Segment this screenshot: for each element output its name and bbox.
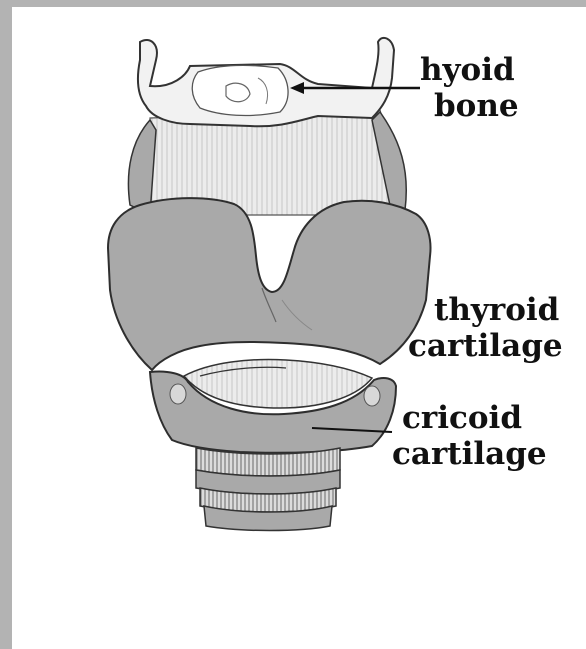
thyroid-cartilage-label: thyroid cartilage xyxy=(408,292,563,364)
cricoid-label-line2: cartilage xyxy=(392,436,547,472)
thyroid-cartilage-shape xyxy=(108,198,430,370)
hyoid-body-detail xyxy=(192,65,288,115)
thyroid-label-line2: cartilage xyxy=(408,328,563,364)
hyoid-label-line2: bone xyxy=(420,88,519,124)
thyroid-label-line1: thyroid xyxy=(408,292,563,328)
hyoid-label-line1: hyoid xyxy=(420,52,519,88)
cricoid-label-line1: cricoid xyxy=(392,400,547,436)
hyoid-bone-label: hyoid bone xyxy=(420,52,519,124)
cricoid-cartilage-label: cricoid cartilage xyxy=(392,400,547,472)
